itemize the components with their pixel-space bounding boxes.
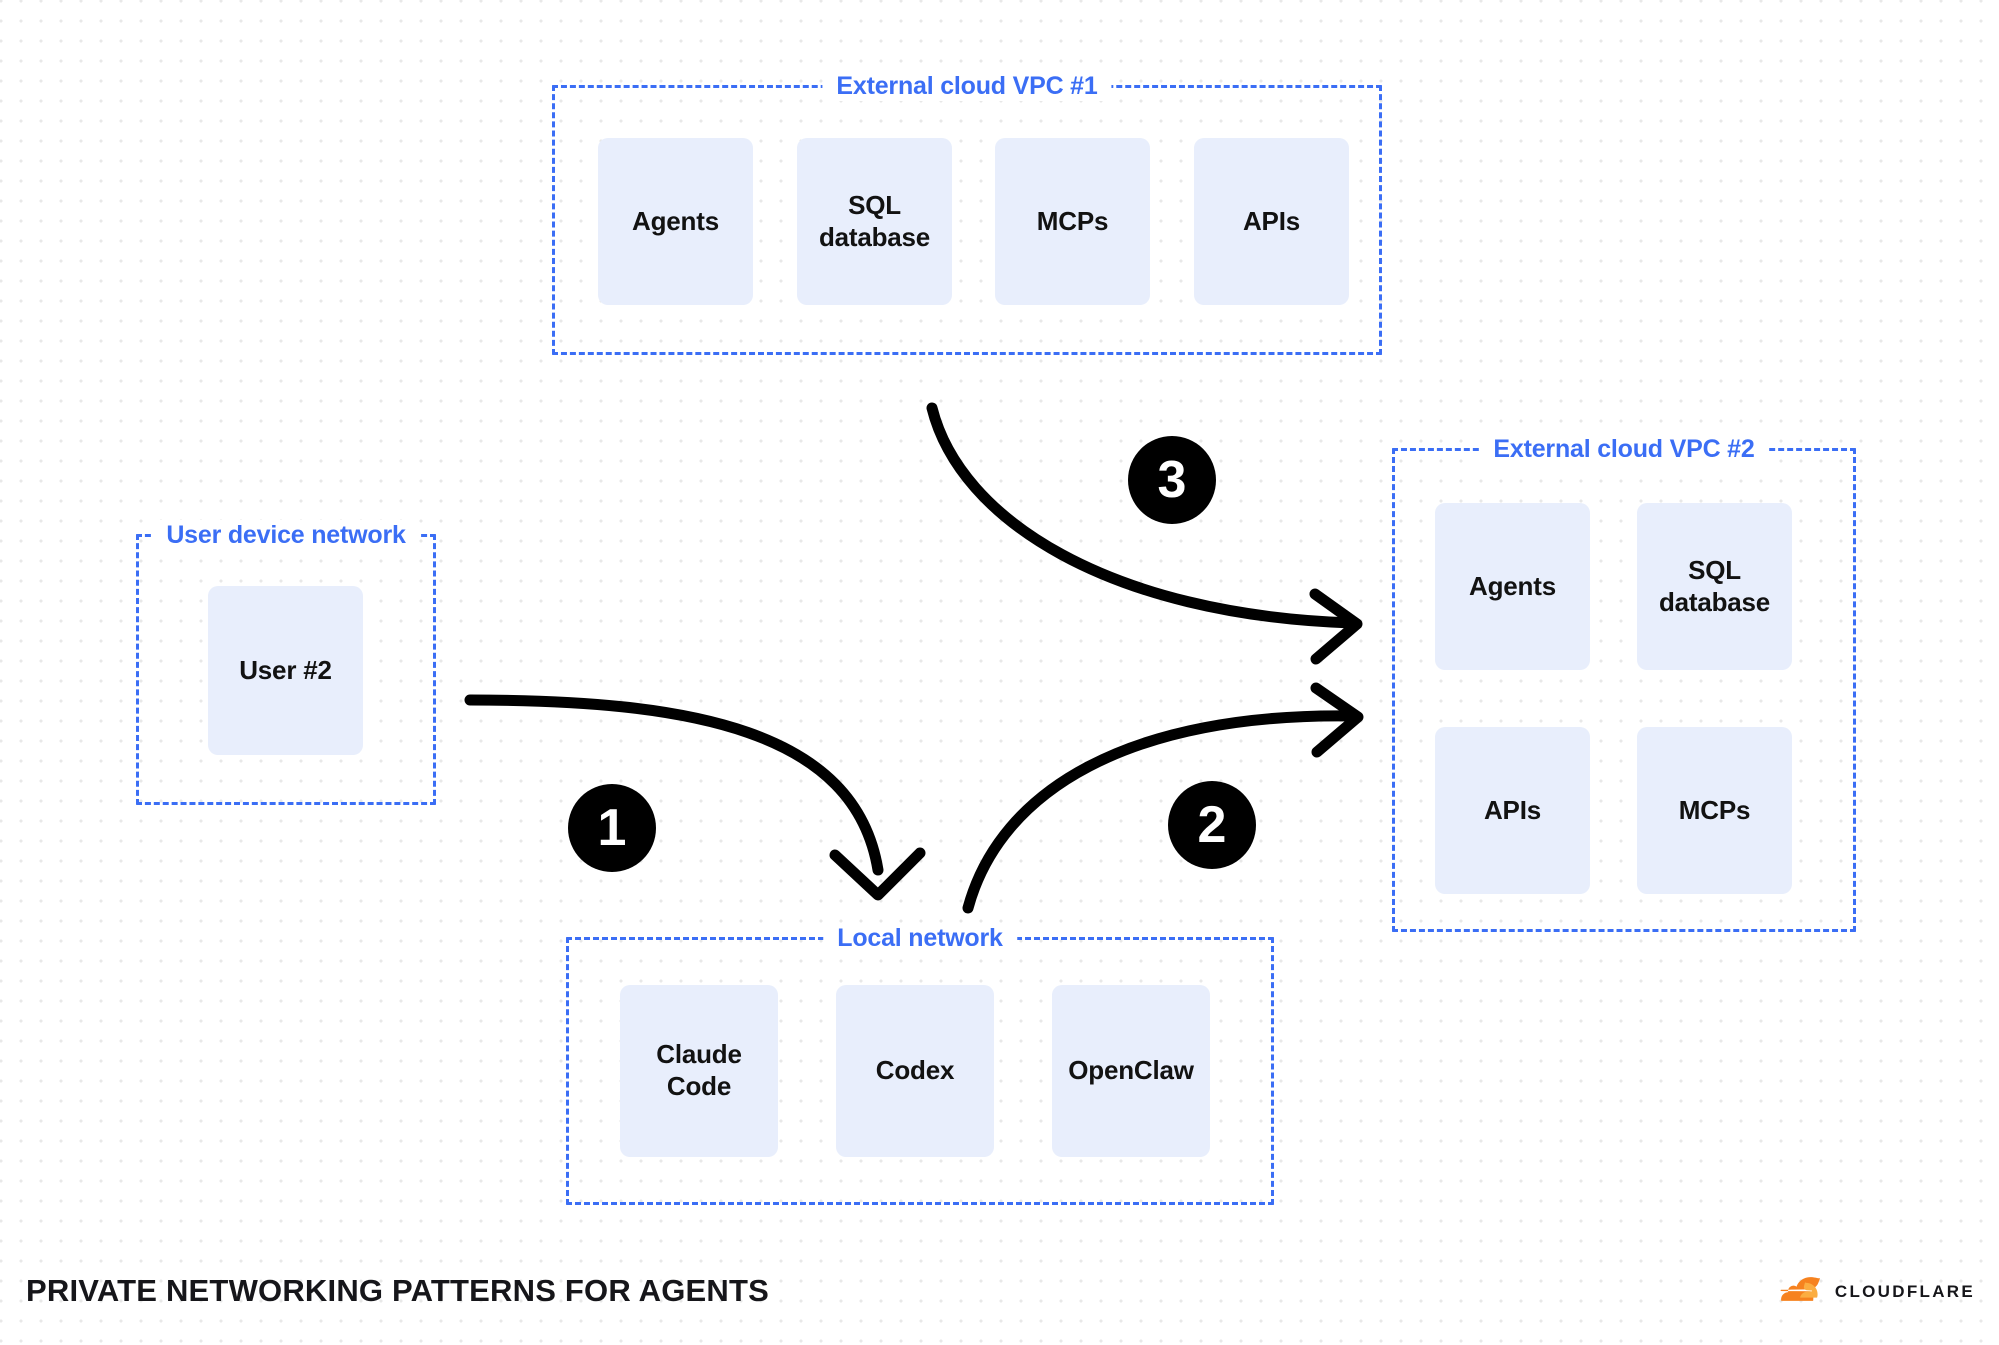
group-label-user-device-network: User device network <box>152 520 420 550</box>
node-label: User #2 <box>239 654 332 685</box>
group-label-local-network: Local network <box>823 923 1017 953</box>
node-openclaw[interactable]: OpenClaw <box>1052 985 1210 1157</box>
node-label: Agents <box>632 205 719 236</box>
node-label: Codex <box>875 1055 955 1086</box>
arrow-step-2 <box>962 682 1364 914</box>
step-badge-1: 1 <box>568 784 656 872</box>
node-label: MCPs <box>1036 205 1109 236</box>
group-local-network: Local network <box>566 923 1274 1205</box>
group-label-external-cloud-vpc-2: External cloud VPC #2 <box>1479 434 1769 464</box>
step-number: 3 <box>1157 451 1187 509</box>
node-label: OpenClaw <box>1068 1055 1194 1086</box>
node-vpc1-apis[interactable]: APIs <box>1194 138 1349 305</box>
footer-title: PRIVATE NETWORKING PATTERNS FOR AGENTS <box>26 1273 769 1308</box>
step-number: 2 <box>1197 796 1227 854</box>
step-number: 1 <box>597 799 627 857</box>
node-label: APIs <box>1242 205 1300 236</box>
node-label: Agents <box>1469 570 1556 601</box>
group-external-cloud-vpc-1: External cloud VPC #1 <box>552 71 1382 355</box>
node-user-2[interactable]: User #2 <box>208 586 363 755</box>
brand-lockup: CLOUDFLARE <box>1780 1277 1975 1307</box>
step-badge-3: 3 <box>1128 436 1216 524</box>
step-badge-2: 2 <box>1168 781 1256 869</box>
node-label: MCPs <box>1678 794 1751 825</box>
group-external-cloud-vpc-2: External cloud VPC #2 <box>1392 434 1856 932</box>
node-vpc2-agents[interactable]: Agents <box>1435 503 1590 670</box>
arrow-step-1 <box>464 694 926 901</box>
brand-wordmark: CLOUDFLARE <box>1834 1282 1975 1301</box>
group-label-external-cloud-vpc-1: External cloud VPC #1 <box>822 71 1112 101</box>
node-vpc1-mcps[interactable]: MCPs <box>995 138 1150 305</box>
node-vpc2-mcps[interactable]: MCPs <box>1637 727 1792 894</box>
node-label: APIs <box>1483 794 1541 825</box>
node-codex[interactable]: Codex <box>836 985 994 1157</box>
node-vpc2-apis[interactable]: APIs <box>1435 727 1590 894</box>
cloudflare-cloud-icon <box>1780 1277 1820 1301</box>
group-user-device-network: User device network <box>136 520 436 805</box>
node-vpc1-agents[interactable]: Agents <box>598 138 753 305</box>
